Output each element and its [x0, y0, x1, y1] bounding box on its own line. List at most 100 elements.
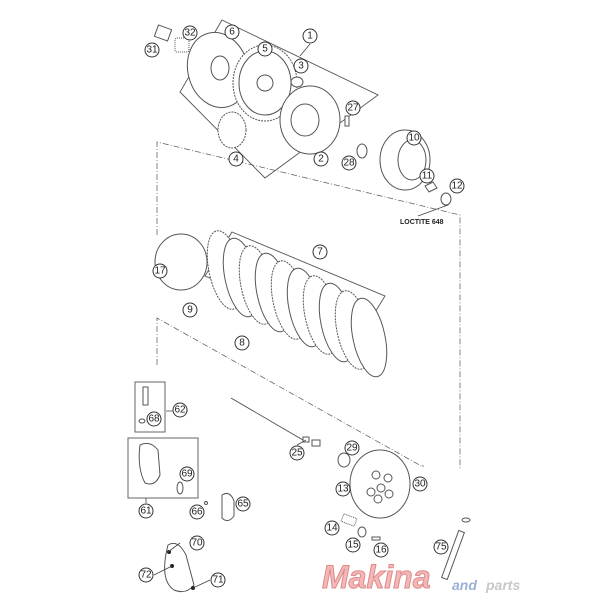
watermark-main: Makina — [322, 559, 430, 595]
callout-6[interactable]: 6 — [224, 24, 240, 40]
svg-text:27: 27 — [347, 103, 359, 114]
callout-66[interactable]: 66 — [189, 504, 205, 520]
clutch-basket-2 — [279, 85, 341, 155]
callout-1[interactable]: 1 — [302, 28, 318, 44]
callout-28[interactable]: 28 — [341, 155, 357, 171]
callout-5[interactable]: 5 — [257, 41, 273, 57]
o-ring-17 — [154, 233, 208, 291]
callout-11[interactable]: 11 — [419, 168, 435, 184]
slave-cylinder-61 — [138, 442, 184, 495]
svg-text:70: 70 — [191, 538, 203, 549]
svg-text:10: 10 — [408, 133, 420, 144]
svg-text:13: 13 — [337, 484, 349, 495]
callout-25[interactable]: 25 — [289, 445, 305, 461]
syringe-75 — [440, 517, 471, 581]
svg-text:68: 68 — [148, 414, 160, 425]
callout-10[interactable]: 10 — [406, 130, 422, 146]
group-61-frame — [127, 437, 199, 499]
svg-text:6: 6 — [229, 27, 235, 38]
svg-text:5: 5 — [262, 44, 268, 55]
callout-61[interactable]: 61 — [138, 503, 154, 519]
clutch-plates-stack — [206, 230, 388, 378]
steel-plate — [350, 297, 388, 378]
svg-text:15: 15 — [347, 540, 359, 551]
svg-text:8: 8 — [239, 338, 245, 349]
callout-15[interactable]: 15 — [345, 537, 361, 553]
svg-text:16: 16 — [375, 545, 387, 556]
sprocket-gear-4 — [217, 111, 247, 149]
watermark-sub-a: and — [452, 577, 477, 593]
svg-text:2: 2 — [318, 154, 324, 165]
svg-text:62: 62 — [174, 405, 186, 416]
svg-text:30: 30 — [414, 479, 426, 490]
bleeder-screw-62 — [138, 386, 149, 424]
watermark-logo: Makina and parts — [322, 559, 521, 596]
svg-text:1: 1 — [307, 31, 313, 42]
callout-71[interactable]: 71 — [210, 572, 226, 588]
svg-text:7: 7 — [317, 247, 323, 258]
callout-17[interactable]: 17 — [152, 263, 168, 279]
svg-text:3: 3 — [298, 61, 304, 72]
callout-3[interactable]: 3 — [293, 58, 309, 74]
watermark-sub-b: parts — [485, 577, 520, 593]
callout-4[interactable]: 4 — [228, 151, 244, 167]
callout-2[interactable]: 2 — [313, 151, 329, 167]
callout-8[interactable]: 8 — [234, 335, 250, 351]
svg-text:75: 75 — [435, 542, 447, 553]
gasket-65 — [221, 493, 235, 522]
svg-text:9: 9 — [187, 305, 193, 316]
callout-70[interactable]: 70 — [189, 535, 205, 551]
callout-14[interactable]: 14 — [324, 520, 340, 536]
callout-31[interactable]: 31 — [144, 42, 160, 58]
pushrod — [230, 397, 304, 441]
screw-16 — [371, 536, 381, 541]
washer-15 — [357, 526, 367, 538]
callout-62[interactable]: 62 — [172, 402, 188, 418]
plates-dash-frame-top — [156, 141, 461, 470]
needle-bearing-32 — [174, 37, 190, 53]
plates-dash-frame-bottom — [156, 317, 424, 468]
callout-13[interactable]: 13 — [335, 481, 351, 497]
svg-text:29: 29 — [346, 443, 358, 454]
o-ring-66 — [204, 501, 208, 505]
pressure-piece-25 — [302, 436, 321, 447]
callout-29[interactable]: 29 — [344, 440, 360, 456]
bushing-3 — [290, 76, 304, 88]
svg-text:31: 31 — [146, 45, 158, 56]
lock-washer-11 — [424, 181, 438, 193]
svg-text:4: 4 — [233, 154, 239, 165]
svg-text:61: 61 — [140, 506, 152, 517]
pin-27 — [344, 115, 350, 127]
svg-text:25: 25 — [291, 448, 303, 459]
callout-75[interactable]: 75 — [433, 539, 449, 555]
bearing-29 — [337, 452, 351, 468]
callout-12[interactable]: 12 — [449, 178, 465, 194]
callout-32[interactable]: 32 — [182, 25, 198, 41]
svg-text:72: 72 — [140, 570, 152, 581]
callout-68[interactable]: 68 — [146, 411, 162, 427]
pressure-plate-13 — [349, 449, 411, 519]
spring-14 — [340, 513, 358, 527]
washer-28 — [356, 143, 368, 159]
callout-7[interactable]: 7 — [312, 244, 328, 260]
nut-12 — [440, 192, 452, 206]
loctite-note: LOCTITE 648 — [400, 219, 444, 226]
bearing-sleeve-31 — [153, 24, 173, 42]
callout-9[interactable]: 9 — [182, 302, 198, 318]
callout-72[interactable]: 72 — [138, 567, 154, 583]
svg-text:17: 17 — [154, 266, 166, 277]
callout-30[interactable]: 30 — [412, 476, 428, 492]
svg-text:66: 66 — [191, 507, 203, 518]
callout-27[interactable]: 27 — [345, 100, 361, 116]
callout-65[interactable]: 65 — [235, 496, 251, 512]
svg-text:32: 32 — [184, 28, 196, 39]
svg-text:28: 28 — [343, 158, 355, 169]
svg-text:71: 71 — [212, 575, 224, 586]
svg-text:65: 65 — [237, 499, 249, 510]
callout-69[interactable]: 69 — [179, 466, 195, 482]
svg-text:69: 69 — [181, 469, 193, 480]
inner-hub-10 — [379, 129, 431, 191]
callout-16[interactable]: 16 — [373, 542, 389, 558]
